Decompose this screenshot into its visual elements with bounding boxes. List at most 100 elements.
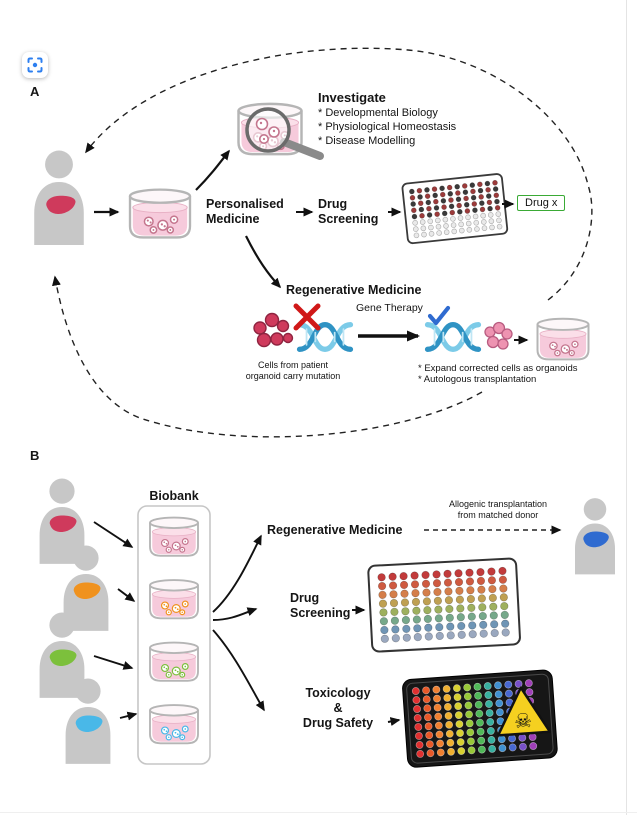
well <box>391 625 400 634</box>
well <box>425 731 434 740</box>
well <box>463 201 470 208</box>
well <box>413 714 422 722</box>
well <box>455 196 462 203</box>
well <box>424 632 433 641</box>
arrow-dish-to-investigate <box>195 149 230 191</box>
well <box>417 194 423 200</box>
regenerative-medicine-label-b: Regenerative Medicine <box>267 523 403 537</box>
well <box>416 187 423 194</box>
well <box>434 614 443 623</box>
allogenic-caption-line2: from matched donor <box>457 509 539 520</box>
well <box>485 700 493 708</box>
well <box>487 205 493 212</box>
well <box>435 223 442 230</box>
well <box>455 595 464 604</box>
investigate-item-2: * Physiological Homeostasis <box>318 121 457 133</box>
page-bottom-edge <box>0 812 637 813</box>
well <box>445 720 454 729</box>
well <box>442 685 451 693</box>
well <box>424 187 430 193</box>
well <box>492 186 499 192</box>
well <box>481 219 487 225</box>
well <box>423 606 432 615</box>
well <box>451 228 458 235</box>
drug-screening-label-a: Drug Screening <box>318 197 378 227</box>
well <box>465 710 473 719</box>
skull-icon: ☠ <box>513 710 532 733</box>
magnifier-icon <box>245 107 324 160</box>
well <box>457 209 463 215</box>
well <box>413 705 421 713</box>
well <box>453 693 462 702</box>
well <box>450 216 456 222</box>
well <box>446 622 455 631</box>
well <box>432 685 441 694</box>
well <box>389 598 399 608</box>
well <box>399 572 408 581</box>
well <box>485 709 494 717</box>
well <box>436 230 442 236</box>
well <box>525 688 534 697</box>
well <box>413 632 422 642</box>
mutation-caption: Cells from patient organoid carry mutati… <box>228 360 358 382</box>
well <box>468 621 477 630</box>
well <box>529 742 538 750</box>
well <box>422 597 432 606</box>
gene-therapy-label: Gene Therapy <box>356 302 423 314</box>
well <box>477 736 486 745</box>
region-capture-button[interactable] <box>22 52 48 78</box>
well <box>412 226 419 232</box>
well <box>504 680 513 689</box>
well <box>456 604 465 613</box>
well <box>487 576 497 585</box>
well <box>436 739 445 748</box>
well <box>410 201 416 207</box>
well <box>422 686 430 695</box>
well <box>422 695 431 704</box>
well <box>463 683 472 692</box>
well <box>490 620 499 629</box>
well <box>411 687 420 695</box>
well <box>455 720 464 729</box>
well <box>480 212 486 219</box>
well <box>489 602 498 611</box>
well <box>467 737 475 746</box>
well <box>390 607 399 616</box>
well <box>494 205 501 211</box>
well <box>470 188 476 195</box>
well <box>474 691 482 700</box>
toxicology-line1: Toxicology <box>305 686 371 700</box>
well <box>467 612 476 621</box>
well <box>486 718 495 726</box>
well <box>447 191 454 197</box>
arrows-donors-to-biobank <box>93 521 138 721</box>
well <box>467 746 476 755</box>
drug-screening-b-line2: Screening <box>290 606 351 620</box>
well <box>484 180 491 187</box>
x-mark-icon <box>293 303 321 331</box>
well <box>487 212 494 218</box>
well <box>456 613 465 622</box>
well <box>411 589 420 598</box>
well <box>484 691 493 699</box>
well <box>412 220 418 226</box>
well <box>390 616 399 625</box>
well <box>439 191 446 198</box>
well <box>432 579 442 588</box>
well <box>454 577 464 587</box>
well <box>475 709 484 718</box>
well <box>479 629 488 638</box>
well <box>424 193 431 199</box>
well <box>495 699 504 708</box>
well <box>457 747 466 755</box>
biobank-dish-2-icon <box>149 579 199 620</box>
well <box>388 581 398 590</box>
drug-x-badge: Drug x <box>517 195 566 211</box>
well <box>455 586 464 595</box>
well <box>448 197 454 203</box>
well <box>488 218 495 224</box>
well <box>424 722 433 731</box>
well <box>380 625 389 635</box>
well <box>412 606 421 615</box>
